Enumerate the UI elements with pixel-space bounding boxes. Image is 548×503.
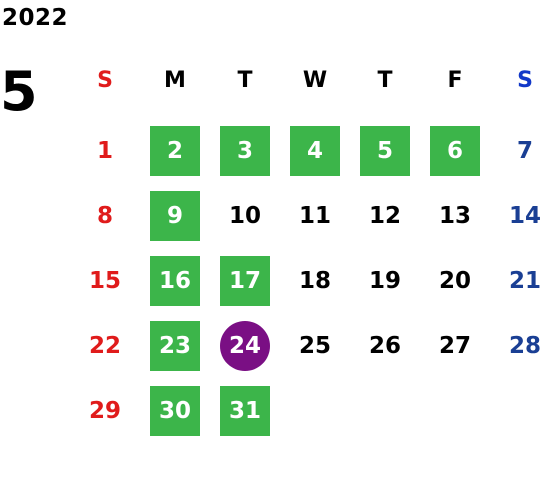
marked-day-highlight <box>220 255 270 306</box>
marked-day-highlight <box>150 385 200 436</box>
day-cell[interactable]: 11 <box>280 183 350 248</box>
day-number: 16 <box>158 267 191 294</box>
day-number: 8 <box>96 202 113 229</box>
day-cell[interactable]: 19 <box>350 248 420 313</box>
day-cell[interactable]: 21 <box>490 248 548 313</box>
day-cell[interactable]: 10 <box>210 183 280 248</box>
day-number: 6 <box>446 137 463 164</box>
year-label: 2022 <box>2 5 69 31</box>
day-number: 21 <box>508 267 541 294</box>
day-cell[interactable]: 27 <box>420 313 490 378</box>
day-number: 27 <box>438 332 471 359</box>
marked-day-highlight <box>150 255 200 306</box>
day-number: 30 <box>158 397 191 424</box>
day-cell[interactable]: 25 <box>280 313 350 378</box>
day-number: 24 <box>228 332 261 359</box>
day-number: 11 <box>298 202 331 229</box>
weekday-header-thu: T <box>377 68 393 93</box>
today-highlight <box>220 320 270 371</box>
day-cell[interactable]: 12 <box>350 183 420 248</box>
day-cell[interactable]: 8 <box>70 183 140 248</box>
day-number: 26 <box>368 332 401 359</box>
day-number: 15 <box>88 267 121 294</box>
day-cell-marked[interactable]: 4 <box>280 118 350 183</box>
day-cell[interactable]: 1 <box>70 118 140 183</box>
day-cell-marked[interactable]: 31 <box>210 378 280 443</box>
day-number: 28 <box>508 332 541 359</box>
day-cell[interactable]: 28 <box>490 313 548 378</box>
marked-day-highlight <box>290 125 340 176</box>
day-cell-marked[interactable]: 23 <box>140 313 210 378</box>
day-cell[interactable]: 7 <box>490 118 548 183</box>
day-number: 14 <box>508 202 541 229</box>
day-number: 4 <box>306 137 323 164</box>
day-number: 3 <box>236 137 253 164</box>
day-number: 17 <box>228 267 261 294</box>
day-cell[interactable]: 15 <box>70 248 140 313</box>
marked-day-highlight <box>150 190 200 241</box>
day-number: 13 <box>438 202 471 229</box>
day-cell-marked[interactable]: 9 <box>140 183 210 248</box>
day-number: 23 <box>158 332 191 359</box>
weekday-header-fri: F <box>447 68 463 93</box>
day-number: 7 <box>516 137 533 164</box>
day-cell-marked[interactable]: 3 <box>210 118 280 183</box>
day-cell[interactable]: 20 <box>420 248 490 313</box>
month-label: 5 <box>0 60 38 123</box>
day-number: 20 <box>438 267 471 294</box>
day-cell-marked[interactable]: 17 <box>210 248 280 313</box>
day-cell[interactable]: 18 <box>280 248 350 313</box>
marked-day-highlight <box>220 385 270 436</box>
day-cell-marked[interactable]: 5 <box>350 118 420 183</box>
day-number: 10 <box>228 202 261 229</box>
weekday-header-tue: T <box>237 68 253 93</box>
day-cell[interactable]: 22 <box>70 313 140 378</box>
marked-day-highlight <box>360 125 410 176</box>
day-number: 22 <box>88 332 121 359</box>
day-cell[interactable]: 14 <box>490 183 548 248</box>
day-number: 2 <box>166 137 183 164</box>
marked-day-highlight <box>150 125 200 176</box>
day-number: 12 <box>368 202 401 229</box>
marked-day-highlight <box>150 320 200 371</box>
day-number: 31 <box>228 397 261 424</box>
day-cell[interactable]: 29 <box>70 378 140 443</box>
day-number: 18 <box>298 267 331 294</box>
weekday-header-wed: W <box>302 68 328 93</box>
day-number: 5 <box>376 137 393 164</box>
day-cell[interactable]: 26 <box>350 313 420 378</box>
day-number: 1 <box>96 137 113 164</box>
marked-day-highlight <box>220 125 270 176</box>
marked-day-highlight <box>430 125 480 176</box>
weekday-header-sat: S <box>517 68 533 93</box>
weekday-header-sun: S <box>97 68 113 93</box>
day-number: 25 <box>298 332 331 359</box>
day-number: 29 <box>88 397 121 424</box>
day-cell-marked[interactable]: 2 <box>140 118 210 183</box>
weekday-header-mon: M <box>164 68 186 93</box>
day-cell-marked[interactable]: 30 <box>140 378 210 443</box>
day-cell-marked[interactable]: 16 <box>140 248 210 313</box>
day-cell[interactable]: 13 <box>420 183 490 248</box>
day-cell-today[interactable]: 24 <box>210 313 280 378</box>
day-cell-marked[interactable]: 6 <box>420 118 490 183</box>
day-number: 9 <box>166 202 183 229</box>
day-number: 19 <box>368 267 401 294</box>
